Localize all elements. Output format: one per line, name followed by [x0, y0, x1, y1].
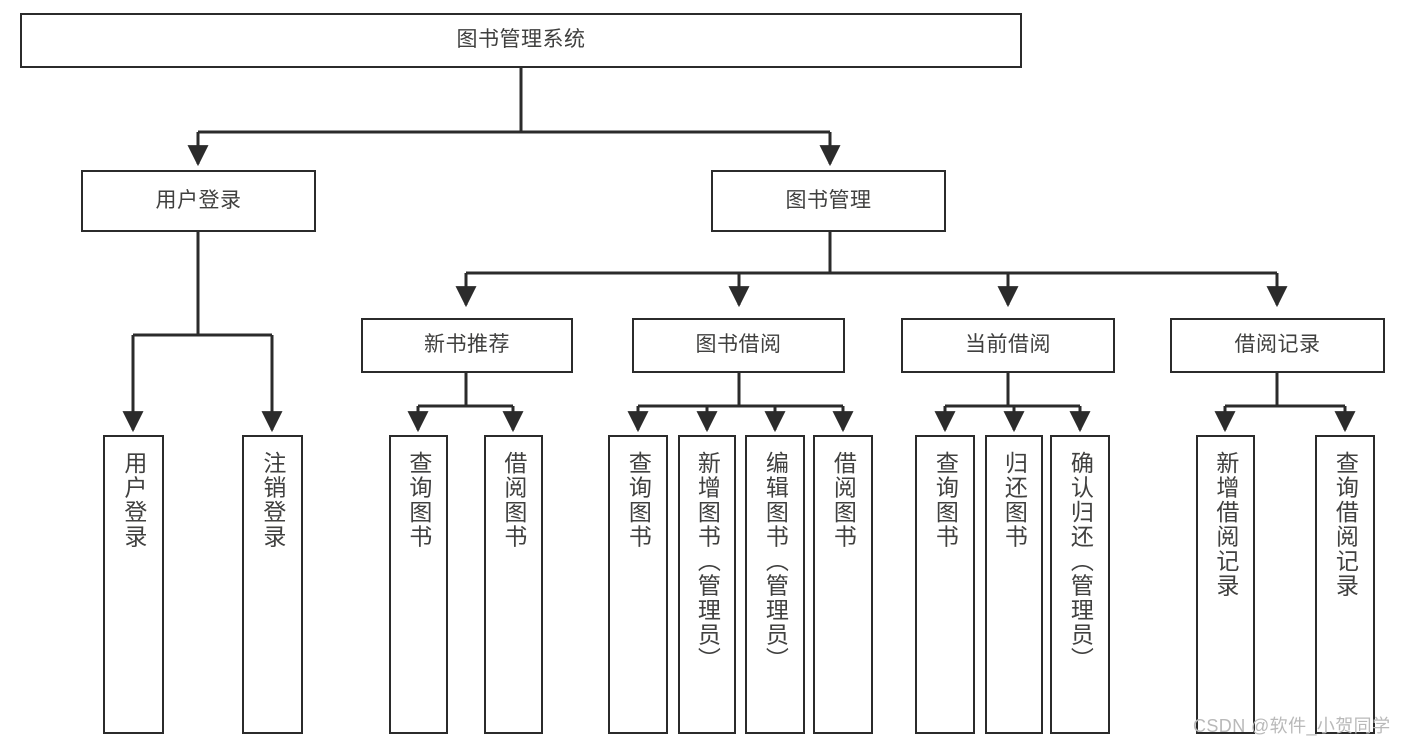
- node-leaf-return-book-label: 归还图书: [1001, 451, 1028, 549]
- node-current-borrow-label: 当前借阅: [965, 333, 1051, 357]
- node-leaf-add-book[interactable]: 新增图书（管理员）: [678, 435, 736, 734]
- node-leaf-borrow-book-1-label: 借阅图书: [500, 451, 527, 549]
- csdn-watermark: CSDN @软件_小贺同学: [1193, 716, 1391, 736]
- node-current-borrow[interactable]: 当前借阅: [901, 318, 1115, 373]
- node-leaf-return-book[interactable]: 归还图书: [985, 435, 1043, 734]
- node-root-label: 图书管理系统: [456, 28, 586, 52]
- node-leaf-borrow-book-2-label: 借阅图书: [830, 451, 857, 549]
- node-leaf-confirm-return-label: 确认归还（管理员）: [1067, 451, 1094, 672]
- node-leaf-edit-book[interactable]: 编辑图书（管理员）: [745, 435, 805, 734]
- node-leaf-edit-book-label: 编辑图书（管理员）: [762, 451, 789, 672]
- node-leaf-add-borrow-record[interactable]: 新增借阅记录: [1196, 435, 1255, 734]
- node-leaf-user-login-label: 用户登录: [120, 451, 147, 549]
- node-book-borrow-label: 图书借阅: [695, 333, 782, 357]
- node-leaf-borrow-book-1[interactable]: 借阅图书: [484, 435, 543, 734]
- node-leaf-logout-login-label: 注销登录: [259, 451, 286, 549]
- node-leaf-add-book-label: 新增图书（管理员）: [694, 451, 721, 672]
- node-leaf-query-book-2[interactable]: 查询图书: [608, 435, 668, 734]
- node-leaf-borrow-book-2[interactable]: 借阅图书: [813, 435, 873, 734]
- node-leaf-logout-login[interactable]: 注销登录: [242, 435, 303, 734]
- node-leaf-query-book-1[interactable]: 查询图书: [389, 435, 448, 734]
- node-book-management-label: 图书管理: [785, 188, 872, 212]
- node-book-management[interactable]: 图书管理: [711, 170, 946, 232]
- node-leaf-query-book-2-label: 查询图书: [625, 451, 652, 549]
- node-user-login-label: 用户登录: [155, 188, 242, 212]
- node-book-borrow[interactable]: 图书借阅: [632, 318, 845, 373]
- node-leaf-user-login[interactable]: 用户登录: [103, 435, 164, 734]
- node-user-login[interactable]: 用户登录: [81, 170, 316, 232]
- node-borrow-record[interactable]: 借阅记录: [1170, 318, 1385, 373]
- node-leaf-query-book-3[interactable]: 查询图书: [915, 435, 975, 734]
- node-leaf-query-borrow-record-label: 查询借阅记录: [1332, 451, 1359, 598]
- node-root[interactable]: 图书管理系统: [20, 13, 1022, 68]
- node-new-book-recommend[interactable]: 新书推荐: [361, 318, 573, 373]
- node-leaf-add-borrow-record-label: 新增借阅记录: [1212, 451, 1239, 598]
- node-borrow-record-label: 借阅记录: [1234, 333, 1321, 357]
- node-leaf-query-borrow-record[interactable]: 查询借阅记录: [1315, 435, 1375, 734]
- node-leaf-query-book-3-label: 查询图书: [932, 451, 959, 549]
- node-leaf-query-book-1-label: 查询图书: [405, 451, 432, 549]
- node-new-book-recommend-label: 新书推荐: [424, 333, 510, 357]
- node-leaf-confirm-return[interactable]: 确认归还（管理员）: [1050, 435, 1110, 734]
